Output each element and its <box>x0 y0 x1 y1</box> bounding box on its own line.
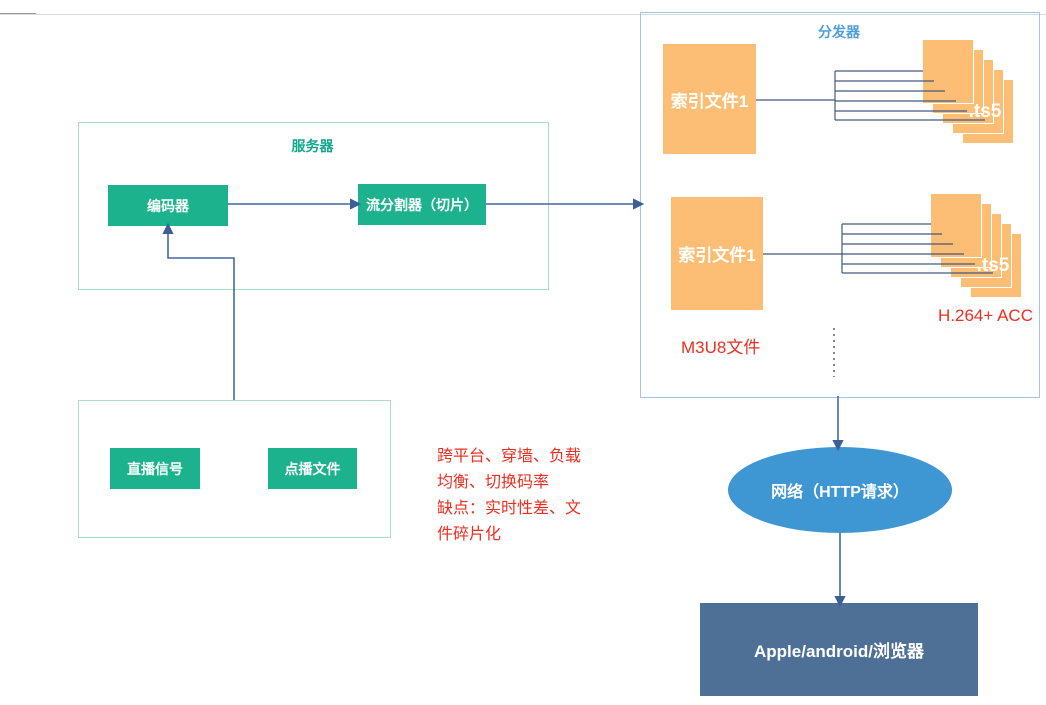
network-label: 网络（HTTP请求） <box>771 484 909 501</box>
distributor-group-title: 分发器 <box>818 24 860 40</box>
codec-label: H.264+ ACC <box>938 306 1033 325</box>
m3u8-label: M3U8文件 <box>681 338 761 357</box>
annotation-line: 件碎片化 <box>437 526 502 543</box>
vod-file-node: 点播文件 <box>268 448 357 489</box>
network-ellipse: 网络（HTTP请求） <box>728 447 952 533</box>
source-group-box <box>78 400 391 538</box>
encoder-node: 编码器 <box>108 185 228 226</box>
ts-file-stack-1 <box>923 40 1014 144</box>
stream-splitter-label: 流分割器（切片） <box>366 196 478 213</box>
server-group-box <box>78 122 549 290</box>
window-top-divider <box>0 14 1046 15</box>
index-file-node-2: 索引文件1 <box>671 197 763 310</box>
index-file-label-1: 索引文件1 <box>670 91 749 111</box>
ts-sheet <box>923 40 973 103</box>
client-label: Apple/android/浏览器 <box>754 642 924 661</box>
client-box: Apple/android/浏览器 <box>700 603 978 696</box>
annotation-line: 跨平台、穿墙、负载 <box>437 448 582 465</box>
server-group-title: 服务器 <box>291 138 334 154</box>
annotation-text: 跨平台、穿墙、负载 均衡、切换码率 缺点：实时性差、文 件碎片化 <box>437 444 617 548</box>
ts-file-stack-2 <box>931 194 1022 298</box>
live-signal-node: 直播信号 <box>110 448 200 489</box>
annotation-line: 均衡、切换码率 <box>437 474 550 491</box>
ts-file-label-1: .ts5 <box>968 101 1002 122</box>
vod-file-label: 点播文件 <box>284 460 341 477</box>
annotation-line: 缺点：实时性差、文 <box>437 500 582 517</box>
live-signal-label: 直播信号 <box>127 460 183 477</box>
ts-file-label-2: .ts5 <box>976 255 1010 276</box>
index-file-label-2: 索引文件1 <box>678 246 756 265</box>
index-file-node-1: 索引文件1 <box>663 44 756 154</box>
encoder-label: 编码器 <box>147 197 189 214</box>
stream-splitter-node: 流分割器（切片） <box>358 184 486 225</box>
ts-sheet <box>931 194 981 257</box>
